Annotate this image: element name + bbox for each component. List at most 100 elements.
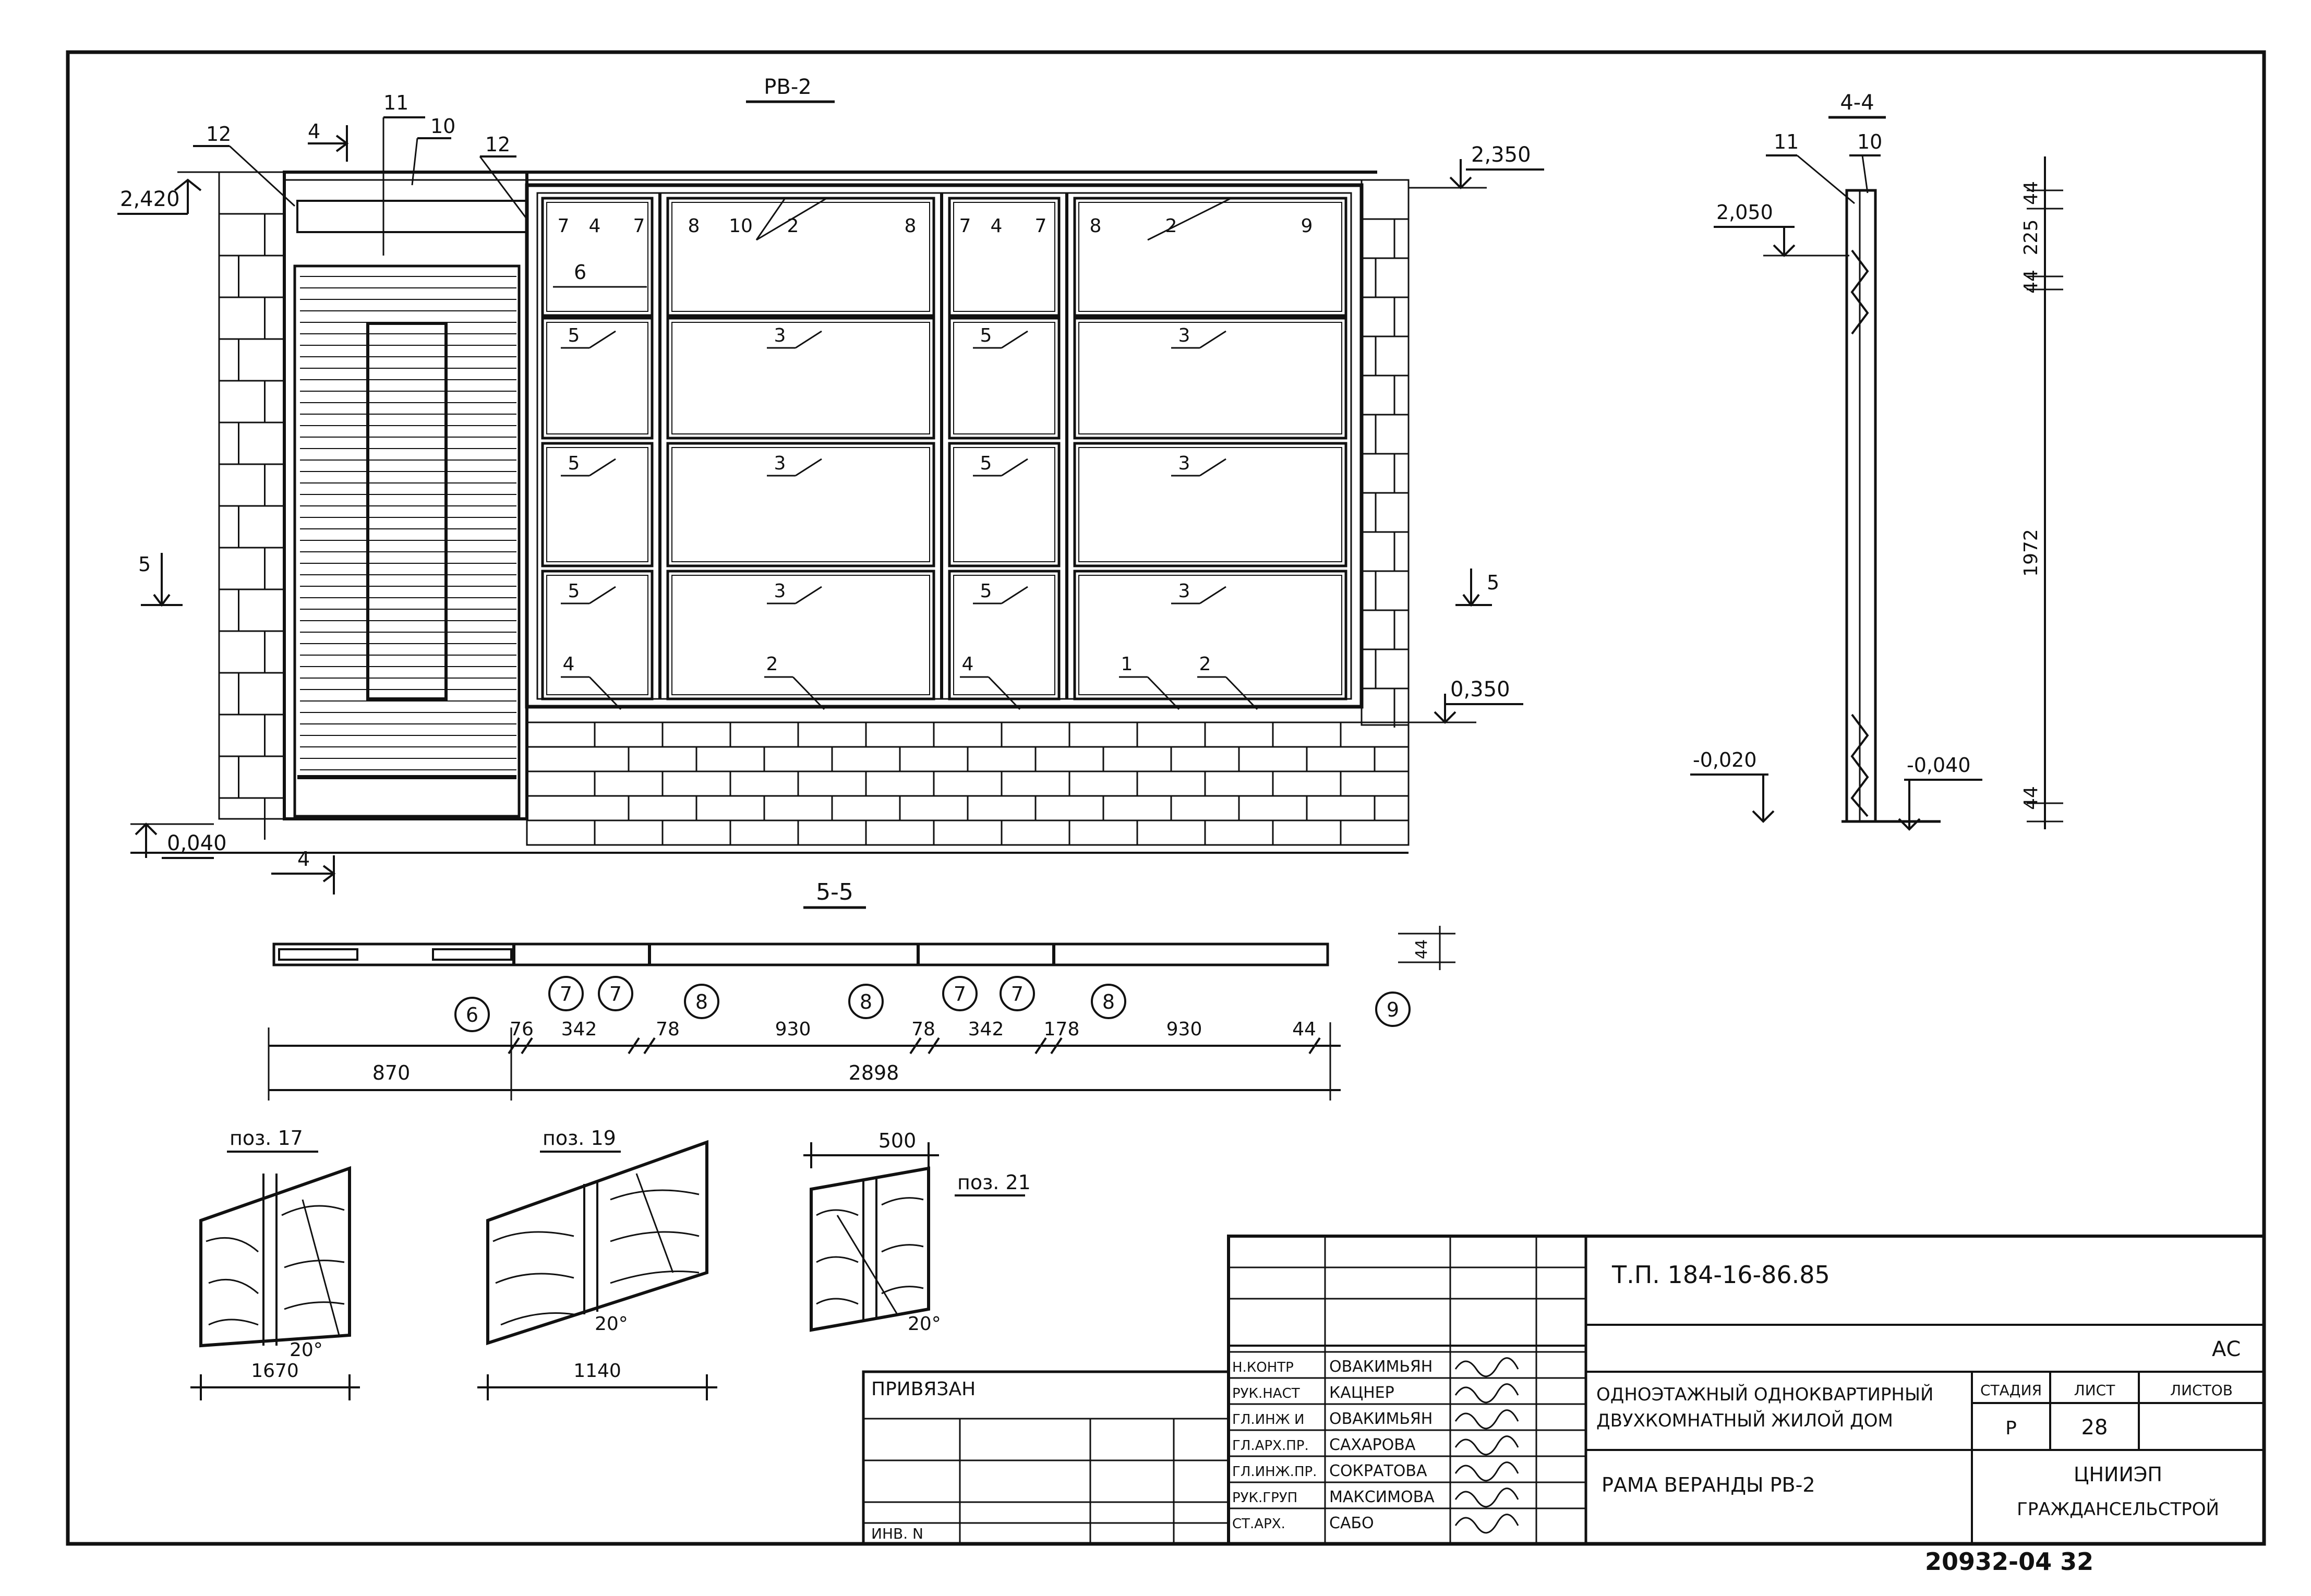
section-cut-marks: 4 4 5 5 bbox=[138, 120, 1499, 894]
signature-mark bbox=[1454, 1383, 1519, 1404]
pos-12-left: 12 bbox=[206, 123, 231, 146]
pane-label-bottom: 2 bbox=[1199, 654, 1211, 675]
pane-label-mid: 5 bbox=[568, 453, 580, 474]
signature-mark bbox=[1454, 1409, 1519, 1430]
pane-label-top: 8 bbox=[688, 215, 700, 237]
pos-12-right: 12 bbox=[485, 133, 510, 156]
cut-5-right: 5 bbox=[1487, 571, 1499, 594]
pane-label-mid: 3 bbox=[774, 453, 786, 474]
section-5-5-profile bbox=[272, 942, 1329, 966]
detail-17-angle: 20° bbox=[290, 1339, 323, 1361]
level-marks: 2,420 2,350 0,350 0,040 bbox=[117, 143, 1544, 859]
pane-label-top: 8 bbox=[905, 215, 917, 237]
transom-window bbox=[296, 200, 528, 233]
position-circle bbox=[942, 976, 978, 1011]
position-circle-label: 8 bbox=[860, 990, 872, 1013]
pos-10: 10 bbox=[430, 115, 455, 138]
pane-label-mid: 5 bbox=[980, 325, 992, 346]
hatch-bottom bbox=[1850, 714, 1869, 817]
pane-label-bottom: 4 bbox=[962, 654, 974, 675]
project-code: Т.П. 184-16-86.85 bbox=[1611, 1261, 1830, 1289]
pane-label-top: 4 bbox=[991, 215, 1003, 237]
s55-dim-top: 930 bbox=[775, 1019, 811, 1040]
s55-dim-top: 44 bbox=[1292, 1019, 1316, 1040]
pane-label-top: 8 bbox=[1090, 215, 1102, 237]
role-title: СТ.АРХ. bbox=[1232, 1516, 1285, 1532]
role-name: САБО bbox=[1329, 1514, 1374, 1532]
s55-dim-top: 78 bbox=[911, 1019, 935, 1040]
position-circle-label: 7 bbox=[609, 983, 622, 1006]
level-0350: 0,350 bbox=[1450, 678, 1510, 702]
role-name: САХАРОВА bbox=[1329, 1436, 1416, 1454]
s44-pos-11: 11 bbox=[1774, 130, 1799, 153]
s55-dim-870: 870 bbox=[372, 1061, 411, 1084]
position-circle bbox=[598, 976, 633, 1011]
pane-label-top: 4 bbox=[589, 215, 601, 237]
section-4-4-title: 4-4 bbox=[1840, 91, 1874, 115]
s55-dim-top: 78 bbox=[656, 1019, 680, 1040]
position-circle bbox=[1091, 984, 1126, 1019]
detail-17-label: поз. 17 bbox=[230, 1127, 303, 1150]
pane-label-mid: 3 bbox=[1178, 581, 1190, 602]
s55-dim-top: 178 bbox=[1044, 1019, 1080, 1040]
pane-label-top: 9 bbox=[1301, 215, 1313, 237]
position-circle bbox=[1375, 992, 1411, 1027]
s44-dim-44-mid: 44 bbox=[2020, 270, 2042, 294]
s44-dim-1972: 1972 bbox=[2020, 529, 2042, 577]
s55-dim-top: 342 bbox=[968, 1019, 1004, 1040]
cut-5-left: 5 bbox=[138, 553, 151, 576]
level-2420: 2,420 bbox=[120, 187, 180, 211]
detail-19-angle: 20° bbox=[595, 1313, 628, 1335]
s44-level-2050: 2,050 bbox=[1716, 201, 1773, 224]
detail-21-label: поз. 21 bbox=[957, 1171, 1031, 1194]
s55-dim-top: 342 bbox=[561, 1019, 597, 1040]
level-0040: 0,040 bbox=[167, 831, 227, 855]
pane-label-mid: 3 bbox=[774, 325, 786, 346]
elevation-title: РВ-2 bbox=[764, 75, 811, 99]
door-frame bbox=[283, 171, 528, 820]
pane-label-mid: 5 bbox=[568, 581, 580, 602]
s55-dim-top: 930 bbox=[1166, 1019, 1202, 1040]
position-circle-label: 8 bbox=[1102, 990, 1115, 1013]
position-circle-label: 7 bbox=[560, 983, 572, 1006]
veranda-frame-inner bbox=[536, 192, 1352, 700]
details: поз. 17 20° 1670 поз. 19 20° bbox=[190, 1127, 1031, 1400]
brick-pier-left bbox=[218, 171, 285, 840]
role-title: РУК.ГРУП bbox=[1232, 1490, 1297, 1506]
set-code: АС bbox=[2212, 1337, 2241, 1361]
s44-dim-44-top: 44 bbox=[2020, 181, 2042, 205]
cut-4-top: 4 bbox=[308, 120, 320, 143]
stage-value: Р bbox=[2005, 1418, 2017, 1439]
s44-dim-44-bottom: 44 bbox=[2020, 786, 2042, 810]
section-4-4: 4-4 11 10 2,050 -0,020 -0,040 4 bbox=[1690, 91, 2063, 831]
detail-17-width: 1670 bbox=[251, 1360, 299, 1382]
building-line-1: ОДНОЭТАЖНЫЙ ОДНОКВАРТИРНЫЙ bbox=[1596, 1384, 1933, 1405]
stage-header: СТАДИЯ bbox=[1980, 1382, 2042, 1399]
sheet-title: РАМА ВЕРАНДЫ РВ-2 bbox=[1602, 1473, 1815, 1496]
pane-label-mid: 3 bbox=[774, 581, 786, 602]
cut-4-bottom: 4 bbox=[297, 848, 310, 870]
section-5-5-title: 5-5 bbox=[816, 879, 853, 905]
top-leaders: 12 11 10 12 6 bbox=[193, 91, 647, 288]
role-title: РУК.НАСТ bbox=[1232, 1386, 1300, 1401]
role-name: СОКРАТОВА bbox=[1329, 1462, 1427, 1480]
position-circle-label: 7 bbox=[954, 983, 966, 1006]
role-title: ГЛ.ИНЖ И bbox=[1232, 1412, 1304, 1428]
signature-mark bbox=[1454, 1461, 1519, 1482]
position-circle-label: 7 bbox=[1011, 983, 1024, 1006]
brick-sill-wall bbox=[526, 721, 1410, 846]
org-line-1: ЦНИИЭП bbox=[2074, 1463, 2162, 1486]
sheet-header: ЛИСТ bbox=[2074, 1382, 2116, 1399]
level-2350: 2,350 bbox=[1471, 143, 1531, 167]
sheets-header: ЛИСТОВ bbox=[2170, 1382, 2233, 1399]
door-glazing bbox=[366, 322, 448, 700]
s44-dim-225: 225 bbox=[2020, 220, 2042, 256]
position-circle-label: 6 bbox=[466, 1003, 478, 1026]
position-circle bbox=[1000, 976, 1035, 1011]
